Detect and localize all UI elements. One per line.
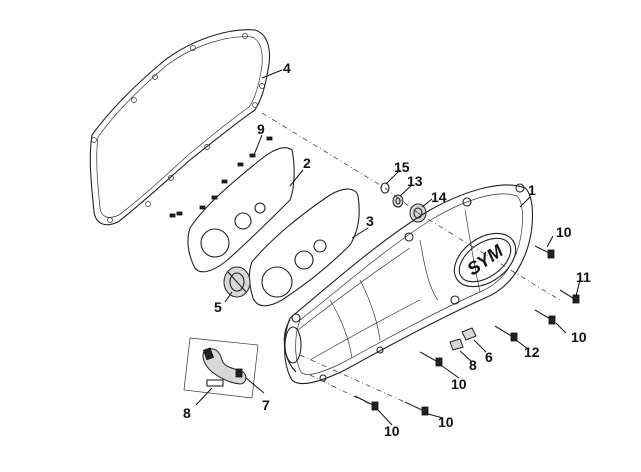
bolt-10-right: [534, 309, 556, 325]
callout-5: 5: [214, 299, 222, 315]
callout-10-right: 10: [571, 329, 587, 345]
washer-part-15: [380, 182, 390, 194]
callout-4: 4: [283, 60, 291, 76]
callout-2: 2: [303, 155, 311, 171]
callout-15: 15: [394, 159, 410, 175]
callout-12: 12: [524, 344, 540, 360]
inner-plate-part-2: [187, 147, 295, 273]
callout-labels: 1 2 3 4 5 6 7 8 8 9 10 10 10 10 10 11 12…: [183, 60, 591, 439]
callout-10-lower: 10: [438, 414, 454, 430]
callout-8-lower: 8: [183, 405, 191, 421]
callout-10-bottom: 10: [384, 423, 400, 439]
callout-8-upper: 8: [469, 357, 477, 373]
gasket-plate-part-3: [248, 188, 360, 307]
callout-9: 9: [257, 121, 265, 137]
bolt-10-mid: [419, 351, 443, 367]
callout-6: 6: [485, 349, 493, 365]
callout-3: 3: [366, 213, 374, 229]
callout-10-upper-right: 10: [556, 224, 572, 240]
callout-13: 13: [407, 173, 423, 189]
gasket-part-4: [89, 29, 271, 226]
bolt-part-12: [494, 325, 518, 342]
callout-10-mid: 10: [451, 376, 467, 392]
leader-lines: [195, 69, 581, 426]
bolts-part-10: [354, 245, 556, 416]
callout-1: 1: [528, 182, 536, 198]
clip-part-8-upper: [449, 338, 464, 351]
bearing-part-5: [223, 266, 251, 298]
callout-14: 14: [431, 189, 447, 205]
crankcase-cover-part-1: SYM: [283, 183, 533, 385]
bolt-10-lower: [404, 401, 429, 416]
clip-part-6: [461, 327, 477, 341]
callout-7: 7: [262, 397, 270, 413]
bolt-part-11: [559, 289, 580, 304]
bolt-10-bottom: [354, 395, 379, 411]
bushing-part-13: [392, 194, 404, 208]
logo-text: SYM: [463, 240, 507, 279]
bolt-10-upper-right: [534, 245, 555, 259]
callout-11: 11: [576, 269, 591, 285]
breather-assembly-part-7: [183, 337, 259, 399]
alignment-lines: [261, 112, 561, 412]
